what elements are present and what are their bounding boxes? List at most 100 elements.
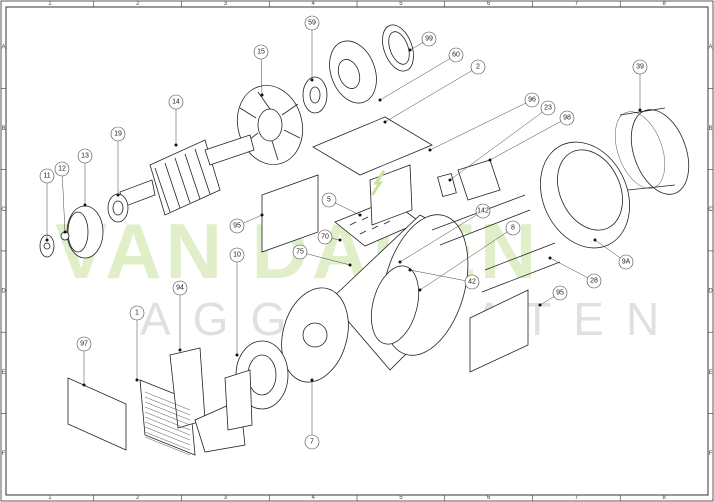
callout-10: 10 (229, 247, 245, 357)
grid-column-label: 4 (311, 1, 315, 7)
callout-bubble (253, 44, 269, 60)
leader-dot (45, 238, 49, 242)
leader-line (489, 121, 561, 161)
grid-column-label: 6 (487, 495, 491, 501)
grid-column-label: 7 (575, 1, 579, 7)
watermark-bolt-icon (370, 170, 386, 196)
part-panel-97 (67, 377, 127, 451)
leader-dot (538, 303, 542, 307)
callout-97: 97 (76, 336, 92, 387)
leader-line (409, 42, 424, 51)
callout-label: 9A (622, 259, 631, 266)
callout-95: 95 (229, 213, 264, 234)
callout-bubble (229, 247, 245, 263)
callout-bubble (292, 244, 308, 260)
callout-7: 7 (304, 378, 320, 450)
part-rotor-14 (119, 134, 255, 216)
callout-13: 13 (77, 148, 93, 207)
leader-dot (338, 238, 342, 242)
leader-line (399, 214, 478, 263)
part-plate-98 (457, 159, 501, 201)
callout-label: 28 (590, 278, 598, 285)
callout-bubble (632, 59, 648, 75)
grid-row-label: F (709, 451, 713, 457)
callout-bubble (77, 148, 93, 164)
callout-label: 99 (425, 36, 433, 43)
callout-label: 19 (114, 131, 122, 138)
grid-column-label: 1 (48, 495, 52, 501)
grid-column-label: 2 (136, 495, 140, 501)
callout-28: 28 (548, 256, 602, 289)
leader-dot (260, 93, 264, 97)
callout-bubble (129, 305, 145, 321)
part-end-bracket-9A (539, 141, 631, 249)
leader-line (379, 58, 451, 101)
leader-dot (398, 260, 402, 264)
part-louvre-cover-1-94 (139, 347, 253, 456)
callout-94: 94 (172, 280, 188, 352)
callout-label: 98 (563, 115, 571, 122)
leader-line (62, 175, 66, 233)
leader-dot (408, 48, 412, 52)
leader-dot (593, 238, 597, 242)
grid-row-label: D (708, 289, 713, 295)
callout-bubble (321, 192, 337, 208)
callout-11: 11 (39, 168, 55, 242)
callout-label: 70 (321, 234, 329, 241)
leader-dot (260, 213, 264, 217)
grid-column-label: 8 (662, 495, 666, 501)
leader-dot (178, 348, 182, 352)
callout-bubble (470, 59, 486, 75)
leader-dot (358, 213, 362, 217)
callout-bubble (618, 254, 634, 270)
callout-bubble (559, 110, 575, 126)
part-exciter-60 (329, 40, 377, 104)
callout-label: 13 (81, 153, 89, 160)
grid-column-label: 5 (399, 495, 403, 501)
leader-dot (348, 263, 352, 267)
callout-1: 1 (129, 305, 145, 382)
leader-dot (135, 378, 139, 382)
callout-bubble (304, 15, 320, 31)
callout-15: 15 (253, 44, 269, 97)
part-module-23 (437, 173, 457, 197)
leader-dot (418, 288, 422, 292)
callout-bubble (304, 434, 320, 450)
callout-label: 2 (476, 64, 480, 71)
leader-line (549, 257, 588, 278)
callout-bubble (229, 218, 245, 234)
callout-bubble (586, 273, 602, 289)
leader-line (409, 269, 466, 281)
part-side-panel-95-left (261, 174, 319, 253)
callout-bubble (39, 168, 55, 184)
callout-label: 11 (43, 173, 50, 180)
callout-14: 14 (168, 94, 184, 147)
grid-column-label: 3 (224, 1, 228, 7)
callout-bubble (110, 126, 126, 142)
callout-bubble (317, 229, 333, 245)
grid-column-label: 5 (399, 1, 403, 7)
grid-row-label: B (1, 126, 5, 132)
leader-dot (63, 230, 67, 234)
leader-dot (488, 158, 492, 162)
callout-59: 59 (304, 15, 320, 82)
leader-line (243, 214, 263, 224)
callout-bubble (168, 94, 184, 110)
leader-line (539, 296, 555, 306)
callout-label: 95 (233, 223, 241, 230)
callout-bubble (76, 336, 92, 352)
grid-row-label: C (708, 207, 713, 213)
leader-dot (174, 143, 178, 147)
callout-42: 42 (408, 268, 480, 290)
callout-bubble (505, 220, 521, 236)
callout-39: 39 (632, 59, 648, 112)
callout-bubble (540, 100, 556, 116)
callout-bubble (524, 92, 540, 108)
callout-98: 98 (488, 110, 575, 162)
callout-label: 8 (511, 225, 515, 232)
callout-23: 23 (448, 100, 556, 182)
leader-dot (408, 268, 412, 272)
leader-line (449, 111, 543, 181)
